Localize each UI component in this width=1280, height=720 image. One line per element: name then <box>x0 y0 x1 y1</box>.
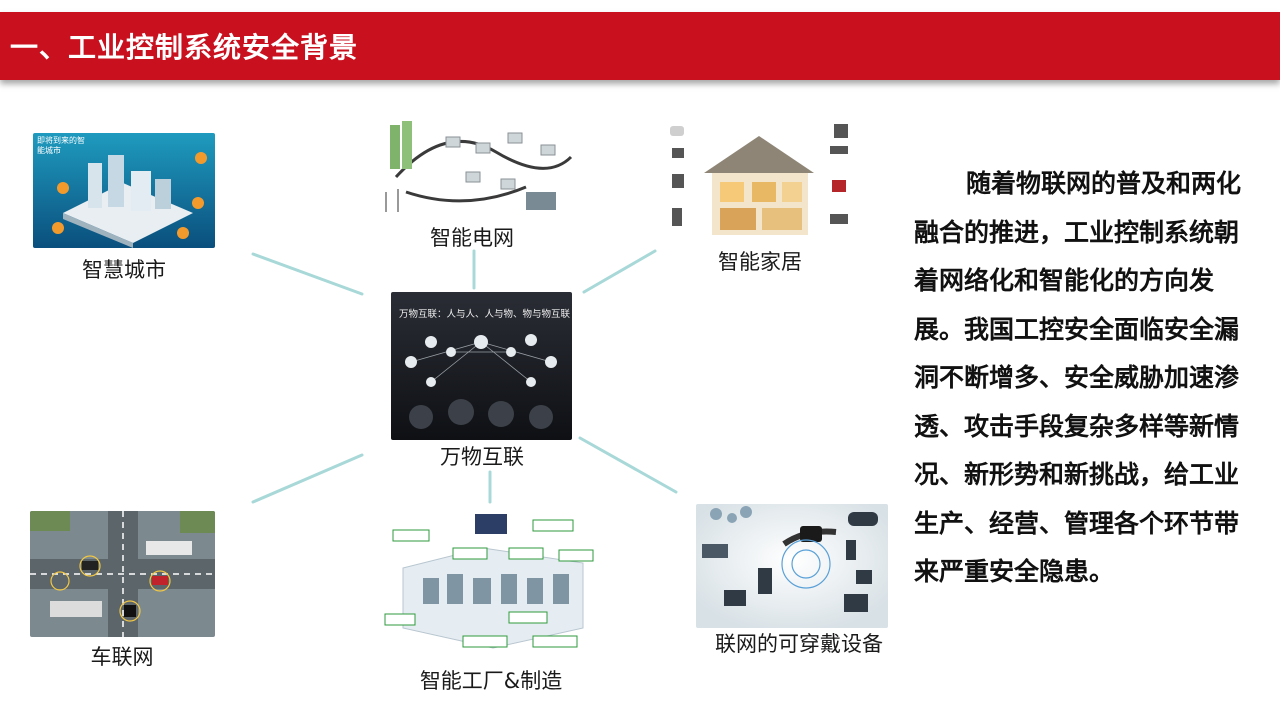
title-bar: 一、工业控制系统安全背景 <box>0 12 1280 80</box>
connector-wearables <box>578 436 678 494</box>
smart-grid-image <box>376 117 586 215</box>
connector-smart-home <box>582 249 657 294</box>
smart-grid-label: 智能电网 <box>430 226 514 250</box>
smart-factory-image <box>383 508 598 660</box>
wearables-label: 联网的可穿戴设备 <box>715 632 883 656</box>
smart-factory-label: 智能工厂&制造 <box>419 669 563 693</box>
smart-city-label: 智慧城市 <box>82 258 166 282</box>
smart-home-label: 智能家居 <box>718 250 802 274</box>
iot-center-image: 万物互联：人与人、人与物、物与物互联 <box>391 292 572 440</box>
iov-image <box>30 511 215 637</box>
page-title: 一、工业控制系统安全背景 <box>10 31 359 64</box>
smart-home-image <box>664 118 856 244</box>
background-paragraph: 随着物联网的普及和两化融合的推进，工业控制系统朝着网络化和智能化的方向发展。我国… <box>914 169 1242 586</box>
connector-smart-city <box>251 252 364 296</box>
wearables-image <box>696 504 888 628</box>
smart-city-image: 即将到来的智能城市 <box>33 133 215 248</box>
smart-city-banner: 即将到来的智能城市 <box>37 136 85 155</box>
iot-center-label: 万物互联 <box>440 445 524 469</box>
iot-banner: 万物互联：人与人、人与物、物与物互联 <box>399 309 571 320</box>
connector-iov <box>251 453 364 504</box>
iov-label: 车联网 <box>90 645 154 669</box>
